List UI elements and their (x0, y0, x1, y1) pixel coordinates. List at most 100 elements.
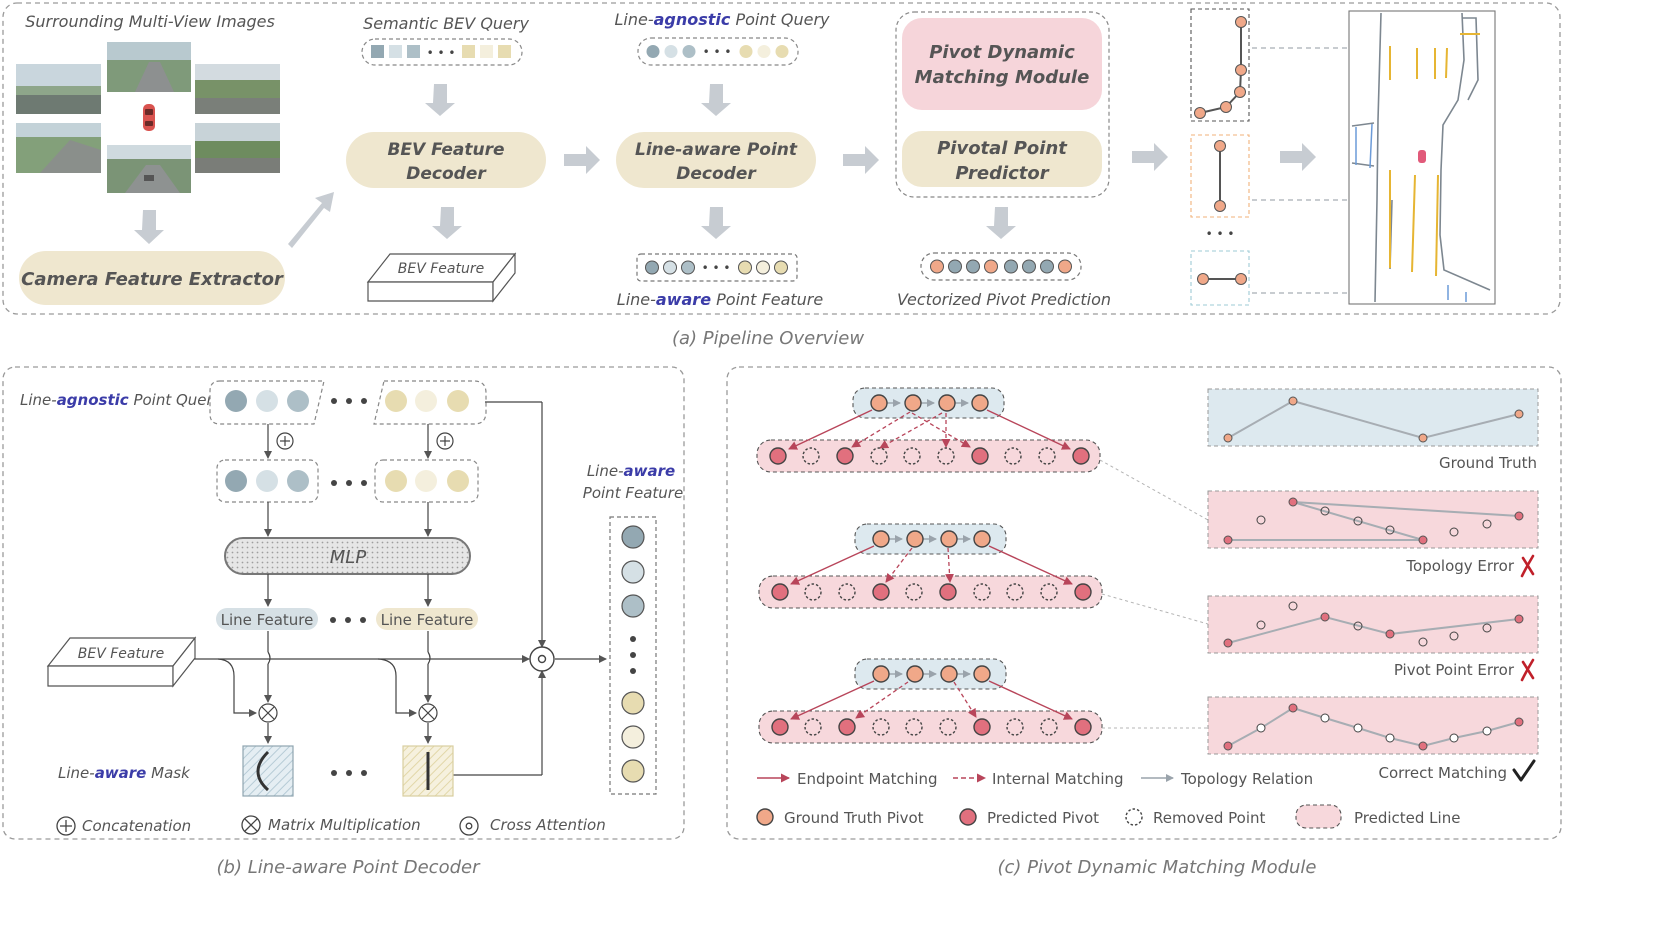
left-concat-tokens (216, 459, 479, 503)
semantic-query-title: Semantic BEV Query (363, 14, 529, 33)
pivot-examples-ellipsis: • • • (1206, 227, 1235, 241)
right-legend-row-1: Endpoint Matching Internal Matching Topo… (757, 770, 1313, 788)
legend-cross-label: Cross Attention (490, 816, 606, 834)
bev-feature-decoder-label-1: BEV Feature (387, 140, 504, 160)
output-feature-tokens (609, 516, 657, 795)
result-connectors (1099, 459, 1209, 729)
cross-icon (1520, 658, 1535, 682)
ground-truth-plot (1207, 388, 1539, 447)
line-feature-label-1: Line Feature (221, 611, 314, 629)
correct-matching-label: Correct Matching (1379, 764, 1507, 782)
output-feature-title-2: Point Feature (583, 484, 683, 502)
mlp-label: MLP (330, 547, 367, 568)
pipeline-overview-panel: Surrounding Multi-View Images (2, 2, 1561, 349)
panel-border (2, 2, 1561, 315)
flow-arrows (134, 84, 1316, 248)
pivot-matching-panel: Ground Truth Topology Error (726, 366, 1562, 878)
pivot-error-plot (1207, 595, 1539, 654)
camera-image-back (107, 145, 191, 193)
top-query-tokens: • • • (637, 37, 799, 66)
multi-view-title: Surrounding Multi-View Images (25, 12, 275, 31)
top-query-ellipsis: • • • (703, 45, 732, 59)
map-car-icon (1418, 150, 1426, 163)
line-feature-chip-2 (376, 608, 478, 630)
line-aware-decoder-box (616, 132, 816, 188)
legend-removed-label: Removed Point (1153, 809, 1266, 827)
hd-map (1348, 10, 1496, 305)
legend-gt-pivot-label: Ground Truth Pivot (784, 809, 924, 827)
mlp-box (224, 537, 471, 575)
line-aware-decoder-label-2: Decoder (676, 164, 757, 184)
vectorized-pivot-label: Vectorized Pivot Prediction (897, 290, 1111, 309)
correct-matching-plot (1207, 696, 1539, 755)
panel-border (726, 366, 1562, 840)
pipeline-caption: (a) Pipeline Overview (672, 328, 864, 349)
bev-feature-decoder-box (346, 132, 546, 188)
left-query-title: Line-agnostic Point Query (20, 391, 223, 409)
cross-icon (1520, 554, 1535, 578)
top-feature-title: Line-aware Point Feature (617, 290, 824, 309)
matching-example-2 (758, 523, 1103, 609)
matching-example-3 (758, 658, 1103, 744)
legend-internal-label: Internal Matching (992, 770, 1124, 788)
pivotal-point-predictor-box (902, 131, 1102, 187)
circle-dot-icon (459, 816, 479, 836)
pivot-dynamic-module-label-2: Matching Module (915, 67, 1090, 88)
bev-feature-slab: BEV Feature (366, 252, 517, 303)
legend-topology-label: Topology Relation (1180, 770, 1313, 788)
matching-example-1 (756, 387, 1101, 473)
line-feature-label-2: Line Feature (381, 611, 474, 629)
vectorized-pivot-tokens (920, 252, 1082, 281)
matmul-operators (258, 703, 438, 723)
top-query-title: Line-agnostic Point Query (615, 10, 831, 29)
circle-times-icon (241, 815, 261, 835)
cross-attention-operator (529, 646, 555, 672)
bev-feature-slab-label: BEV Feature (398, 261, 484, 277)
circle-plus-icon (56, 816, 76, 836)
line-aware-masks (242, 745, 454, 797)
camera-image-front (107, 42, 191, 92)
car-icon (143, 104, 155, 131)
legend-matmul-label: Matrix Multiplication (268, 816, 421, 834)
ground-truth-label: Ground Truth (1439, 454, 1537, 472)
camera-image-front-right (195, 64, 280, 114)
pivot-dynamic-module-label-1: Pivot Dynamic (929, 42, 1075, 63)
pivot-error-label: Pivot Point Error (1394, 661, 1515, 679)
camera-image-back-left (16, 123, 101, 173)
semantic-query-tokens: • • • (361, 38, 523, 66)
concat-operators (264, 424, 454, 459)
top-feature-ellipsis: • • • (702, 261, 731, 275)
output-feature-title-1: Line-aware (587, 462, 675, 480)
pivot-dynamic-module-box (902, 18, 1102, 110)
line-aware-decoder-panel: Line-agnostic Point Query (2, 366, 685, 878)
legend-pred-line-label: Predicted Line (1354, 809, 1460, 827)
left-bev-feature-label: BEV Feature (78, 646, 164, 662)
topology-error-plot (1207, 490, 1539, 549)
mask-label: Line-aware Mask (58, 764, 191, 782)
left-bev-feature-slab: BEV Feature (46, 636, 197, 688)
camera-image-back-right (195, 123, 280, 173)
legend-endpoint-label: Endpoint Matching (797, 770, 938, 788)
matching-caption: (c) Pivot Dynamic Matching Module (998, 857, 1317, 878)
camera-image-front-left (16, 64, 101, 114)
pivotal-point-predictor-label-2: Predictor (955, 163, 1049, 184)
top-feature-tokens: • • • (636, 253, 798, 282)
line-aware-decoder-label-1: Line-aware Point (635, 140, 798, 160)
camera-feature-extractor-label: Camera Feature Extractor (21, 269, 284, 290)
line-feature-chip-1 (216, 608, 318, 630)
decoder-caption: (b) Line-aware Point Decoder (217, 857, 482, 878)
left-query-tokens (209, 380, 487, 425)
right-legend-row-2: Ground Truth Pivot Predicted Pivot Remov… (756, 804, 1460, 829)
topology-error-label: Topology Error (1405, 557, 1514, 575)
legend-pred-pivot-label: Predicted Pivot (987, 809, 1099, 827)
semantic-query-ellipsis: • • • (427, 46, 456, 60)
camera-images (16, 42, 280, 193)
check-icon (1512, 759, 1536, 782)
panel-border (2, 366, 685, 840)
bev-feature-decoder-label-2: Decoder (406, 164, 487, 184)
left-legend: Concatenation Matrix Multiplication Cros… (56, 815, 606, 836)
decoder-flow-lines (193, 401, 607, 776)
pivot-examples: • • • (1190, 8, 1250, 306)
legend-concat-label: Concatenation (82, 817, 191, 835)
